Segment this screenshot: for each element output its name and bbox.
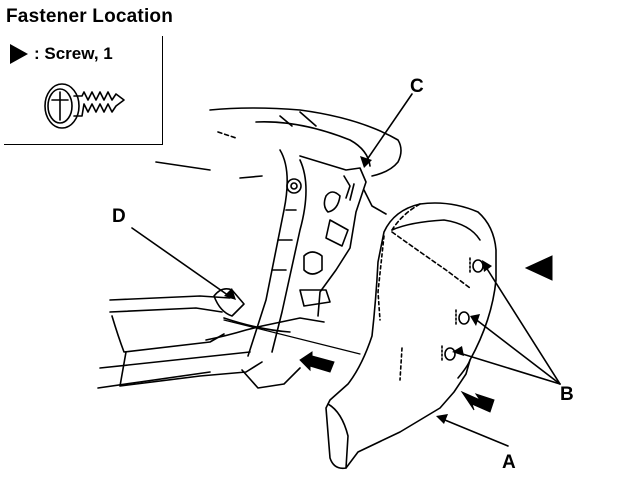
page-title: Fastener Location xyxy=(6,6,174,27)
direction-arrows xyxy=(299,255,553,413)
leader-lines xyxy=(131,93,561,447)
callout-c: C xyxy=(410,76,424,97)
legend-row: : Screw, 1 xyxy=(10,44,113,64)
leader-arrowheads xyxy=(224,156,492,424)
triangle-marker-icon xyxy=(10,44,28,64)
callout-b: B xyxy=(560,384,574,405)
roof-rail xyxy=(155,107,402,179)
screw-marker-triangle xyxy=(524,255,553,281)
door-sill xyxy=(97,288,325,389)
legend-label: : Screw, 1 xyxy=(34,44,113,63)
pull-arrow-panel xyxy=(460,390,495,413)
callout-d: D xyxy=(112,206,126,227)
pull-arrow-sill xyxy=(299,351,335,373)
center-pillar xyxy=(247,149,387,357)
legend-box xyxy=(4,36,163,145)
screw-icon xyxy=(44,83,125,129)
callout-a: A xyxy=(502,452,516,473)
side-trim-panel xyxy=(325,202,497,470)
